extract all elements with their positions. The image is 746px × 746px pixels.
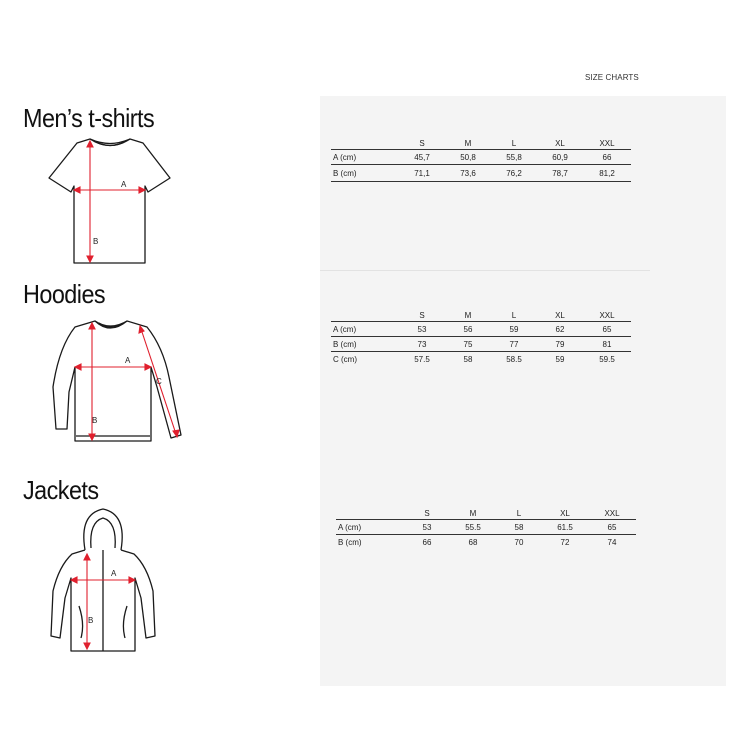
table-cell: 75 [445,336,491,352]
jacket-size-table: S M L XL XXL A (cm) 53 55.5 58 61.5 65 B… [336,508,636,549]
table-cell: 79 [537,336,583,352]
table-cell: 73,6 [445,164,491,182]
size-header-m: M [445,138,491,150]
table-cell: 77 [491,336,537,352]
row-label: B (cm) [331,164,399,182]
tshirt-diagram: A B [48,138,171,264]
table-cell: 72 [560,537,570,547]
table-cell: 59 [555,354,565,364]
size-header-xl: XL [537,138,583,150]
measure-label-a: A [111,569,117,578]
table-cell: 81,2 [583,164,631,182]
size-header-m: M [445,310,491,322]
table-row: C (cm) 57.5 58 58.5 59 59.5 [331,352,631,367]
table-cell: 74 [607,537,617,547]
table-cell: 70 [514,537,524,547]
table-cell: 62 [537,321,583,337]
table-cell: 53 [399,321,445,337]
table-row: B (cm) 71,1 73,6 76,2 78,7 81,2 [331,164,631,182]
size-header-xxl: XXL [588,508,636,520]
table-cell: 58 [463,354,473,364]
row-label: A (cm) [331,149,399,165]
table-cell: 55.5 [450,519,496,535]
size-header-l: L [491,138,537,150]
table-header-row: S M L XL XXL [336,508,636,520]
table-cell: 53 [404,519,450,535]
panel-divider [320,270,650,271]
table-row: B (cm) 73 75 77 79 81 [331,336,631,352]
size-header-s: S [404,508,450,520]
measure-label-a: A [121,180,127,189]
table-cell: 58 [496,519,542,535]
section-title-tshirts: Men’s t-shirts [23,103,155,133]
table-cell: 57.5 [414,354,430,364]
table-cell: 61.5 [542,519,588,535]
table-cell: 73 [399,336,445,352]
table-cell: 71,1 [399,164,445,182]
table-cell: 56 [445,321,491,337]
measure-label-b: B [88,616,93,625]
row-label: C (cm) [333,354,357,364]
table-row: B (cm) 66 68 70 72 74 [336,535,636,550]
row-label: A (cm) [336,519,404,535]
table-cell: 66 [583,149,631,165]
measure-label-b: B [92,416,97,425]
row-label: B (cm) [338,537,362,547]
size-header-xl: XL [542,508,588,520]
size-charts-label: SIZE CHARTS [585,73,639,82]
table-row: A (cm) 53 56 59 62 65 [331,321,631,337]
table-cell: 68 [468,537,478,547]
measure-label-a: A [125,356,131,365]
table-cell: 66 [422,537,432,547]
size-header-l: L [496,508,542,520]
table-header-row: S M L XL XXL [331,310,631,322]
table-cell: 60,9 [537,149,583,165]
table-cell: 59 [491,321,537,337]
jacket-diagram: A B [50,508,156,652]
size-header-xxl: XXL [583,310,631,322]
row-label: A (cm) [331,321,399,337]
table-cell: 55,8 [491,149,537,165]
size-header-s: S [399,310,445,322]
table-header-row: S M L XL XXL [331,138,631,150]
table-row: A (cm) 53 55.5 58 61.5 65 [336,519,636,535]
size-table-panel [320,96,726,686]
table-cell: 81 [583,336,631,352]
hoodie-size-table: S M L XL XXL A (cm) 53 56 59 62 65 B (cm… [331,310,631,366]
row-label: B (cm) [331,336,399,352]
size-header-xl: XL [537,310,583,322]
measure-label-c: C [156,377,162,386]
table-cell: 50,8 [445,149,491,165]
table-cell: 59.5 [599,354,615,364]
section-title-hoodies: Hoodies [23,279,106,309]
measure-label-b: B [93,237,98,246]
table-cell: 76,2 [491,164,537,182]
table-cell: 45,7 [399,149,445,165]
hoodie-diagram: A B C [52,320,182,442]
table-cell: 65 [588,519,636,535]
table-cell: 78,7 [537,164,583,182]
tshirt-size-table: S M L XL XXL A (cm) 45,7 50,8 55,8 60,9 … [331,138,631,182]
size-header-s: S [399,138,445,150]
section-title-jackets: Jackets [23,475,99,505]
size-header-l: L [491,310,537,322]
table-row: A (cm) 45,7 50,8 55,8 60,9 66 [331,149,631,165]
table-cell: 65 [583,321,631,337]
size-header-xxl: XXL [583,138,631,150]
size-header-m: M [450,508,496,520]
table-cell: 58.5 [506,354,522,364]
